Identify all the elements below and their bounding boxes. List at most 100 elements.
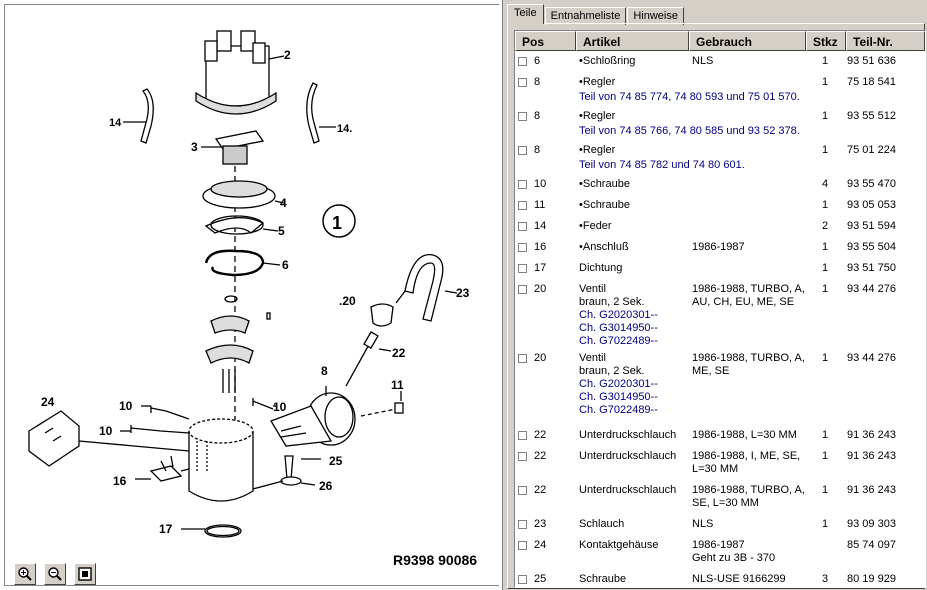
cell-gebrauch: 1986-1987 bbox=[692, 241, 745, 253]
cell-gebrauch: 1986-1988, TURBO, A, bbox=[692, 283, 805, 295]
cell-artikel-detail: braun, 2 Sek. bbox=[579, 296, 645, 308]
row-checkbox[interactable] bbox=[518, 354, 527, 363]
cell-artikel: Unterdruckschlauch bbox=[579, 450, 677, 462]
part-label[interactable]: 10 bbox=[119, 399, 133, 413]
part-label[interactable]: 16 bbox=[113, 474, 127, 488]
cell-gebrauch-detail: ME, SE bbox=[692, 365, 730, 377]
part-label[interactable]: 3 bbox=[191, 140, 198, 154]
part-label[interactable]: 2 bbox=[284, 48, 291, 62]
row-checkbox[interactable] bbox=[518, 222, 527, 231]
cell-gebrauch-detail: SE, L=30 MM bbox=[692, 497, 759, 509]
cell-teil-nr: 91 36 243 bbox=[847, 450, 896, 462]
column-header-artikel[interactable]: Artikel bbox=[576, 31, 689, 51]
row-checkbox[interactable] bbox=[518, 57, 527, 66]
part-label[interactable]: 8 bbox=[321, 364, 328, 378]
cell-teil-nr: 93 55 504 bbox=[847, 241, 896, 253]
part-label[interactable]: 14. bbox=[337, 123, 352, 135]
row-checkbox[interactable] bbox=[518, 78, 527, 87]
cell-stkz: 1 bbox=[822, 429, 829, 441]
cell-artikel: Schraube bbox=[579, 573, 627, 585]
column-header-gebrauch[interactable]: Gebrauch bbox=[689, 31, 806, 51]
cell-artikel-detail: braun, 2 Sek. bbox=[579, 365, 645, 377]
row-checkbox[interactable] bbox=[518, 285, 527, 294]
cell-artikel: •Regler bbox=[579, 110, 616, 122]
part-label[interactable]: 17 bbox=[159, 522, 173, 536]
cell-teil-nr: 93 51 750 bbox=[847, 262, 896, 274]
chassis-note: Ch. G2020301-- bbox=[579, 309, 658, 321]
row-checkbox[interactable] bbox=[518, 431, 527, 440]
tab-entnahmeliste[interactable]: Entnahmeliste bbox=[544, 7, 627, 25]
cell-teil-nr: 85 74 097 bbox=[847, 539, 896, 551]
part-label[interactable]: 5 bbox=[278, 224, 285, 238]
drawing-reference: R9398 90086 bbox=[393, 552, 478, 568]
chassis-note: Ch. G2020301-- bbox=[579, 378, 658, 390]
part-label[interactable]: 14 bbox=[109, 117, 122, 129]
cell-pos: 17 bbox=[534, 262, 547, 274]
cell-gebrauch: 1986-1988, I, ME, SE, bbox=[692, 450, 801, 462]
part-label[interactable]: 10 bbox=[273, 400, 287, 414]
tab-panel: Pos Artikel Gebrauch Stkz Teil-Nr. 6•Sch… bbox=[507, 23, 926, 589]
fit-window-button[interactable] bbox=[74, 563, 96, 585]
cell-pos: 20 bbox=[534, 283, 547, 295]
zoom-in-icon bbox=[18, 567, 32, 581]
cell-pos: 16 bbox=[534, 241, 547, 253]
row-checkbox[interactable] bbox=[518, 180, 527, 189]
part-label[interactable]: 24 bbox=[41, 395, 55, 409]
chassis-note: Ch. G3014950-- bbox=[579, 322, 658, 334]
chassis-note: Ch. G3014950-- bbox=[579, 391, 658, 403]
zoom-out-button[interactable] bbox=[44, 563, 66, 585]
zoom-in-button[interactable] bbox=[14, 563, 36, 585]
cell-stkz: 1 bbox=[822, 241, 829, 253]
row-checkbox[interactable] bbox=[518, 264, 527, 273]
cell-stkz: 4 bbox=[822, 178, 829, 190]
row-checkbox[interactable] bbox=[518, 520, 527, 529]
cell-artikel: Unterdruckschlauch bbox=[579, 484, 677, 496]
column-header-teil-nr[interactable]: Teil-Nr. bbox=[846, 31, 925, 51]
cell-artikel: Schlauch bbox=[579, 518, 625, 530]
part-label[interactable]: 4 bbox=[280, 196, 287, 210]
pane-splitter[interactable] bbox=[503, 0, 507, 590]
part-label[interactable]: 23 bbox=[456, 286, 470, 300]
cell-pos: 8 bbox=[534, 110, 541, 122]
cell-stkz: 1 bbox=[822, 283, 829, 295]
cell-pos: 25 bbox=[534, 573, 547, 585]
cell-gebrauch-detail: Geht zu 3B - 370 bbox=[692, 552, 776, 564]
row-checkbox[interactable] bbox=[518, 575, 527, 584]
row-checkbox[interactable] bbox=[518, 452, 527, 461]
row-checkbox[interactable] bbox=[518, 146, 527, 155]
column-header-pos[interactable]: Pos bbox=[515, 31, 576, 51]
cell-teil-nr: 93 44 276 bbox=[847, 352, 896, 364]
cell-gebrauch: 1986-1988, TURBO, A, bbox=[692, 352, 805, 364]
chassis-note: Ch. G7022489-- bbox=[579, 335, 658, 347]
part-label[interactable]: 11 bbox=[391, 378, 404, 392]
cell-pos: 24 bbox=[534, 539, 547, 551]
part-label[interactable]: 10 bbox=[99, 424, 113, 438]
row-checkbox[interactable] bbox=[518, 243, 527, 252]
row-note: Teil von 74 85 774, 74 80 593 und 75 01 … bbox=[579, 91, 800, 103]
chassis-note: Ch. G7022489-- bbox=[579, 404, 658, 416]
row-checkbox[interactable] bbox=[518, 201, 527, 210]
row-checkbox[interactable] bbox=[518, 541, 527, 550]
cell-stkz: 1 bbox=[822, 76, 829, 88]
part-label[interactable]: 22 bbox=[392, 346, 406, 360]
cell-gebrauch-detail: L=30 MM bbox=[692, 463, 739, 475]
cell-pos: 22 bbox=[534, 429, 547, 441]
tab-teile[interactable]: Teile bbox=[507, 4, 544, 24]
exploded-parts-drawing[interactable]: 2 3 4 5 6 8 10 10 10 11 14 14. 16 17 .20… bbox=[5, 5, 500, 587]
row-checkbox[interactable] bbox=[518, 486, 527, 495]
part-label[interactable]: 25 bbox=[329, 454, 343, 468]
cell-artikel: •Feder bbox=[579, 220, 612, 232]
row-checkbox[interactable] bbox=[518, 112, 527, 121]
part-label[interactable]: 26 bbox=[319, 479, 333, 493]
tab-strip: Teile Entnahmeliste Hinweise bbox=[507, 4, 685, 25]
cell-stkz: 1 bbox=[822, 518, 829, 530]
part-label[interactable]: .20 bbox=[339, 294, 356, 308]
part-label[interactable]: 6 bbox=[282, 258, 289, 272]
column-header-stkz[interactable]: Stkz bbox=[806, 31, 846, 51]
cell-pos: 8 bbox=[534, 76, 541, 88]
tab-hinweise[interactable]: Hinweise bbox=[627, 7, 684, 25]
drawing-frame: 2 3 4 5 6 8 10 10 10 11 14 14. 16 17 .20… bbox=[4, 4, 499, 586]
row-note: Teil von 74 85 782 und 74 80 601. bbox=[579, 159, 745, 171]
fit-window-icon bbox=[78, 567, 92, 581]
row-note: Teil von 74 85 766, 74 80 585 und 93 52 … bbox=[579, 125, 800, 137]
